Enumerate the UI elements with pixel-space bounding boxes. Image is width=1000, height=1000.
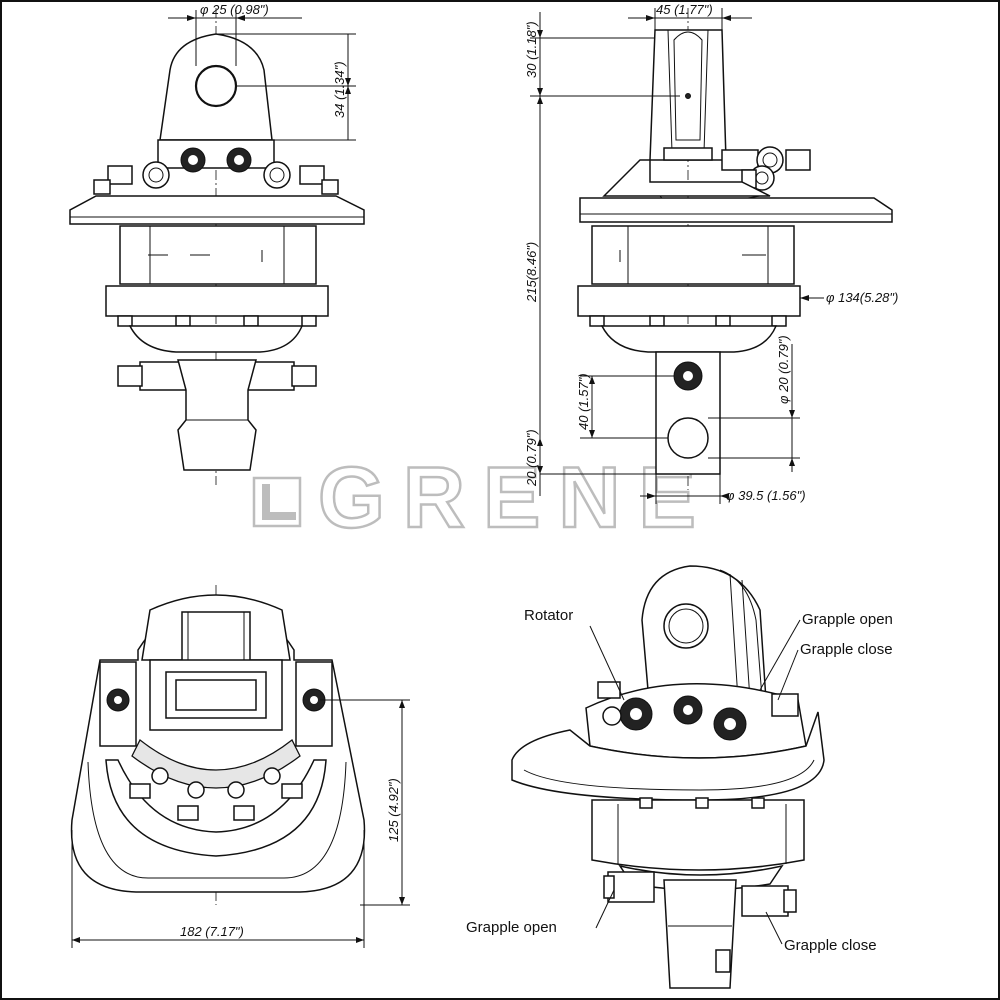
label-grapple-close-top: Grapple close <box>800 641 893 658</box>
iso-callouts: Rotator Grapple open Grapple close Grapp… <box>466 607 893 954</box>
label-grapple-open-bottom: Grapple open <box>466 919 557 936</box>
top-fittings-icon <box>129 738 303 821</box>
side-view <box>577 8 893 490</box>
watermark: GRENE <box>252 449 714 547</box>
front-dimensions: φ 25 (0.98") 34 (1.34") <box>168 2 356 141</box>
label-rotator: Rotator <box>524 607 573 624</box>
top-dimensions: 125 (4.92") 182 (7.17") <box>71 699 410 948</box>
dim-bottom-offset: 20 (0.79") <box>524 429 539 487</box>
side-dimensions: 45 (1.77") 30 (1.18") 215(8.46") φ 134(5… <box>524 2 898 504</box>
dim-depth: 125 (4.92") <box>386 778 401 842</box>
dim-top-width: 45 (1.77") <box>656 2 713 17</box>
dim-top-offset: 30 (1.18") <box>524 21 539 78</box>
side-fittings-icon <box>721 146 811 191</box>
dim-pin-diameter: φ 25 (0.98") <box>200 2 269 17</box>
label-grapple-open-top: Grapple open <box>802 611 893 628</box>
front-view <box>69 8 365 485</box>
watermark-text: GRENE <box>318 450 714 546</box>
dim-shaft-diameter: φ 39.5 (1.56") <box>726 488 806 503</box>
top-view <box>70 585 366 905</box>
iso-view <box>511 565 825 989</box>
dim-lower-pin-diameter: φ 20 (0.79") <box>776 335 791 404</box>
label-grapple-close-bottom: Grapple close <box>784 937 877 954</box>
dim-width: 182 (7.17") <box>180 924 244 939</box>
dim-flange-diameter: φ 134(5.28") <box>826 290 898 305</box>
dim-lower-pin-spacing: 40 (1.57") <box>576 373 591 430</box>
watermark-logo-icon <box>252 476 302 528</box>
hydraulic-fittings-icon <box>93 139 339 195</box>
dim-total-height: 215(8.46") <box>524 242 539 303</box>
dim-eye-height: 34 (1.34") <box>332 61 347 118</box>
